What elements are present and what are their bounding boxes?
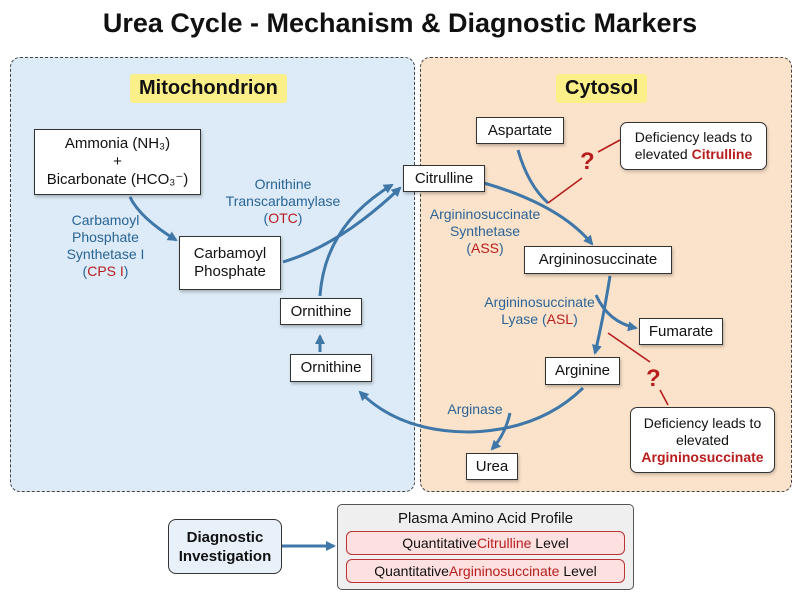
ornithine-upper-box: Ornithine: [280, 298, 362, 325]
level2-suffix: Level: [559, 563, 597, 579]
arginine-box: Arginine: [545, 357, 620, 385]
carbamoyl-phosphate-box: Carbamoyl Phosphate: [179, 236, 281, 290]
fumarate-box: Fumarate: [639, 318, 723, 345]
level1-marker: Citrulline: [476, 535, 532, 551]
ass-paren-open: (: [466, 240, 471, 256]
bicarbonate-label: Bicarbonate (HCO₃⁻): [46, 171, 189, 188]
cps-line1: Carbamoyl: [71, 212, 140, 228]
otc-line2: Transcarbamylase: [225, 193, 341, 209]
note1-line1: Deficiency leads to: [634, 129, 753, 145]
carbamoyl-line1: Carbamoyl: [193, 245, 267, 262]
diagnostic-line1: Diagnostic: [186, 528, 264, 546]
note2-marker: Argininosuccinate: [641, 448, 764, 465]
ass-paren-close: ): [499, 240, 504, 256]
otc-line1: Ornithine: [254, 176, 312, 192]
deficiency-note-citrulline: Deficiency leads to elevated Citrulline: [620, 122, 767, 170]
otc-paren-open: (: [263, 210, 269, 226]
deficiency-question-mark-1: ?: [580, 148, 595, 175]
deficiency-note-argininosuccinate: Deficiency leads to elevated Argininosuc…: [630, 407, 775, 473]
otc-abbr: OTC: [268, 210, 298, 226]
cps-enzyme-label: Carbamoyl Phosphate Synthetase I (CPS I): [48, 212, 163, 280]
otc-enzyme-label: Ornithine Transcarbamylase (OTC): [218, 176, 348, 227]
carbamoyl-line2: Phosphate: [194, 263, 266, 280]
argininosuccinate-box: Argininosuccinate: [524, 246, 672, 274]
asl-line1: Argininosuccinate: [484, 294, 595, 310]
deficiency-question-mark-2: ?: [646, 365, 661, 392]
diagnostic-investigation-box: Diagnostic Investigation: [168, 519, 282, 574]
note1-marker: Citrulline: [691, 146, 753, 162]
cps-paren-open: (: [82, 263, 88, 279]
level2-marker: Argininosuccinate: [448, 563, 560, 579]
asl-prefix: Lyase (: [501, 311, 547, 327]
argininosuccinate-level-item: Quantitative Argininosuccinate Level: [346, 559, 625, 583]
cps-line2: Phosphate: [72, 229, 139, 245]
profile-title: Plasma Amino Acid Profile: [397, 510, 574, 527]
cps-abbr: CPS I: [87, 263, 124, 279]
aspartate-box: Aspartate: [476, 117, 564, 144]
ass-line1: Argininosuccinate: [429, 206, 541, 222]
ammonia-bicarbonate-box: Ammonia (NH₃) + Bicarbonate (HCO₃⁻): [34, 129, 201, 195]
asl-paren-close: ): [573, 311, 578, 327]
cytosol-label: Cytosol: [556, 74, 648, 103]
asl-abbr: ASL: [546, 311, 574, 327]
ass-abbr: ASS: [470, 240, 499, 256]
note2-line2: elevated: [676, 431, 729, 448]
ass-enzyme-label: Argininosuccinate Synthetase (ASS): [420, 206, 550, 257]
citrulline-box: Citrulline: [403, 165, 485, 192]
plus-label: +: [113, 153, 122, 170]
page-title: Urea Cycle - Mechanism & Diagnostic Mark…: [102, 8, 698, 38]
citrulline-level-item: Quantitative Citrulline Level: [346, 531, 625, 555]
level1-suffix: Level: [531, 535, 569, 551]
arginase-enzyme-label: Arginase: [447, 401, 503, 417]
asl-enzyme-label: Argininosuccinate Lyase (ASL): [467, 294, 612, 328]
level2-prefix: Quantitative: [374, 563, 449, 579]
ammonia-label: Ammonia (NH₃): [64, 135, 171, 152]
plasma-amino-acid-profile-panel: Plasma Amino Acid Profile Quantitative C…: [337, 504, 634, 590]
ornithine-lower-box: Ornithine: [290, 354, 372, 382]
level1-prefix: Quantitative: [402, 535, 477, 551]
ass-line2: Synthetase: [449, 223, 521, 239]
note2-line1: Deficiency leads to: [643, 414, 762, 431]
cps-paren-close: ): [123, 263, 129, 279]
note1-prefix: elevated: [634, 146, 692, 162]
urea-box: Urea: [466, 453, 518, 480]
mitochondrion-label: Mitochondrion: [130, 74, 287, 103]
cps-line3: Synthetase I: [66, 246, 145, 262]
otc-paren-close: ): [297, 210, 303, 226]
diagnostic-line2: Investigation: [178, 547, 272, 565]
